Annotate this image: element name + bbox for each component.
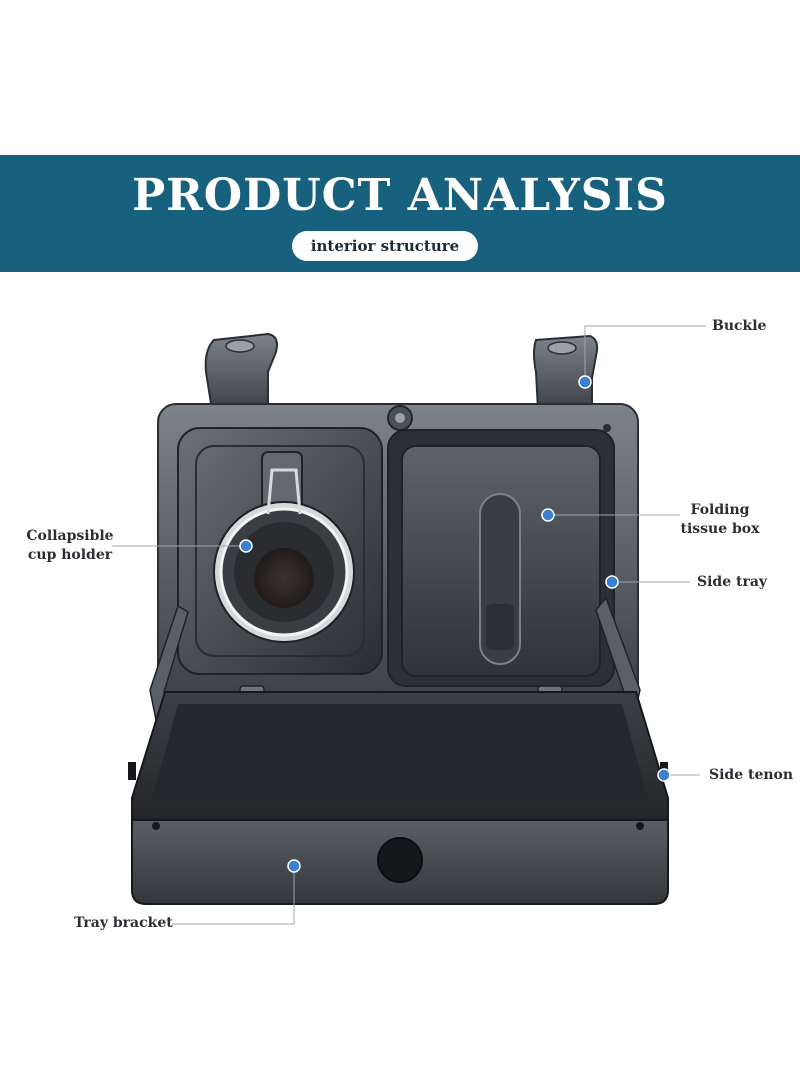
callout-folding-line1: Folding <box>690 502 750 518</box>
cup-holder-dot <box>239 539 253 553</box>
callout-tray-bracket: Tray bracket <box>74 915 173 931</box>
callout-collapsible-line1: Collapsible <box>26 528 114 544</box>
callout-collapsible-line2: cup holder <box>27 547 113 563</box>
callout-buckle: Buckle <box>712 318 767 334</box>
collapsible-cup-holder <box>213 468 355 643</box>
callout-side-tenon: Side tenon <box>709 767 794 783</box>
subtitle-badge: interior structure <box>292 231 478 261</box>
callout-lines <box>112 325 706 925</box>
tray-bracket-dot <box>287 859 301 873</box>
tissue-box-dot <box>541 508 555 522</box>
folding-tissue-box <box>401 445 601 677</box>
callout-folding-tissue-box: Folding tissue box <box>680 501 760 539</box>
left-buckle <box>204 332 278 411</box>
callout-side-tray: Side tray <box>697 574 768 590</box>
page-title: PRODUCT ANALYSIS <box>132 170 668 221</box>
side-tenon-dot <box>657 768 671 782</box>
callout-collapsible-cup-holder: Collapsible cup holder <box>22 527 118 565</box>
right-buckle <box>533 334 599 411</box>
buckle-dot <box>578 375 592 389</box>
tray <box>128 691 669 905</box>
side-tray-dot <box>605 575 619 589</box>
callout-folding-line2: tissue box <box>680 521 760 537</box>
tray-hole <box>377 837 423 883</box>
